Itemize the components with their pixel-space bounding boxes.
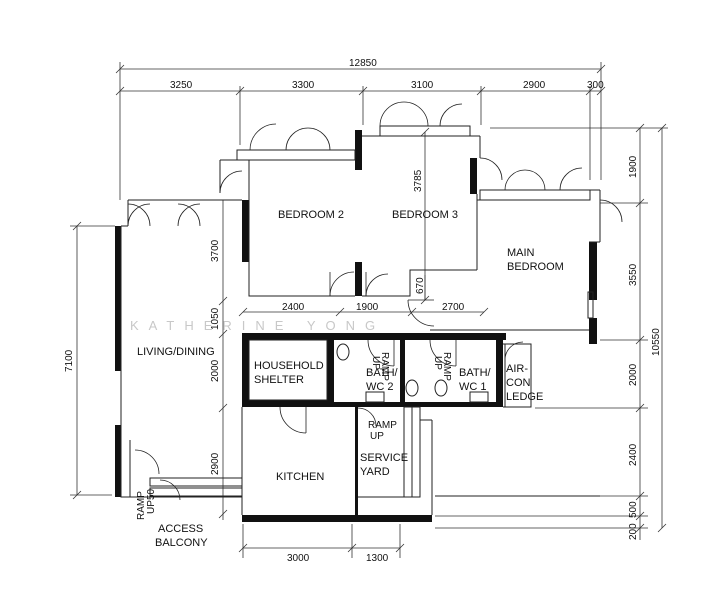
label-main-bedroom-2: BEDROOM	[507, 261, 564, 273]
dim-bedroom3-depth: 3785	[413, 169, 424, 192]
dim-top-4: 2900	[523, 80, 546, 91]
ramp-up-entry-value: 50	[146, 488, 157, 500]
room-labels: BEDROOM 2 BEDROOM 3 MAIN BEDROOM LIVING/…	[137, 209, 564, 549]
ramp-up-yard-2: UP	[370, 431, 384, 442]
dimension-lines	[70, 62, 668, 558]
wc-bath1b-icon	[405, 379, 419, 397]
label-aircon-ledge-3: LEDGE	[506, 391, 543, 403]
dim-right-4: 2400	[628, 443, 639, 466]
dim-top-3: 3100	[411, 80, 434, 91]
dim-left-3: 2000	[210, 359, 221, 382]
dim-left-1: 3700	[210, 239, 221, 262]
ramp-up-yard-1: RAMP	[368, 420, 397, 431]
dim-left-4: 2900	[210, 452, 221, 475]
dim-right-6: 200	[628, 523, 639, 540]
dim-right-5: 500	[628, 501, 639, 518]
label-bath-wc2-2: WC 2	[366, 381, 394, 393]
dim-top-overall: 12850	[349, 58, 377, 69]
label-main-bedroom-1: MAIN	[507, 247, 535, 259]
ramp-annotations: RAMP UP RAMP UP RAMP UP RAMP UP 50	[136, 352, 452, 520]
label-access-balcony-1: ACCESS	[158, 523, 203, 535]
dim-corridor-3: 2700	[442, 302, 465, 313]
dim-top-1: 3250	[170, 80, 193, 91]
label-kitchen: KITCHEN	[276, 471, 324, 483]
label-aircon-ledge-2: CON	[506, 377, 531, 389]
door-swings	[127, 101, 623, 501]
dim-corridor-4: 670	[415, 277, 426, 294]
label-service-yard-1: SERVICE	[360, 452, 408, 464]
wc-bath2-icon	[336, 343, 350, 361]
label-household-shelter-1: HOUSEHOLD	[254, 360, 324, 372]
basin-bath2-icon	[365, 391, 385, 403]
ramp-up-bath2-1: RAMP	[379, 352, 390, 381]
ramp-up-bath2-2: UP	[370, 356, 381, 370]
dim-bottom-1: 3000	[287, 553, 310, 564]
dim-corridor-1: 2400	[282, 302, 305, 313]
thin-outlines	[120, 125, 601, 515]
dim-left-2: 1050	[210, 307, 221, 330]
dim-top-2: 3300	[292, 80, 315, 91]
ramp-up-bath1-1: RAMP	[441, 352, 452, 381]
basin-bath1-icon	[469, 391, 489, 403]
dim-top-5: 300	[587, 80, 604, 91]
dim-right-2: 3550	[628, 263, 639, 286]
dim-right-1: 1900	[628, 155, 639, 178]
label-bath-wc1-1: BATH/	[459, 367, 492, 379]
label-aircon-ledge-1: AIR-	[506, 363, 528, 375]
ramp-up-entry-1: RAMP	[136, 491, 147, 520]
dim-right-3: 2000	[628, 363, 639, 386]
label-bedroom-2: BEDROOM 2	[278, 209, 344, 221]
label-access-balcony-2: BALCONY	[155, 537, 208, 549]
dim-bottom-2: 1300	[366, 553, 389, 564]
dim-corridor-2: 1900	[356, 302, 379, 313]
label-bedroom-3: BEDROOM 3	[392, 209, 458, 221]
dim-left-overall: 7100	[64, 349, 75, 372]
ramp-up-entry-2: UP	[146, 500, 157, 514]
label-household-shelter-2: SHELTER	[254, 374, 304, 386]
walls	[115, 130, 597, 522]
label-bath-wc1-2: WC 1	[459, 381, 487, 393]
dim-right-overall: 10550	[651, 328, 662, 356]
label-living-dining: LIVING/DINING	[137, 346, 215, 358]
label-bath-wc2-1: BATH/	[366, 367, 399, 379]
dimension-labels: 12850 3250 3300 3100 2900 300 3785 2400 …	[64, 58, 662, 564]
fixtures	[336, 343, 489, 403]
label-service-yard-2: YARD	[360, 466, 390, 478]
ramp-up-bath1-2: UP	[432, 356, 443, 370]
wc-bath1-icon	[434, 379, 448, 397]
watermark: KATHERINE YONG	[130, 318, 385, 333]
